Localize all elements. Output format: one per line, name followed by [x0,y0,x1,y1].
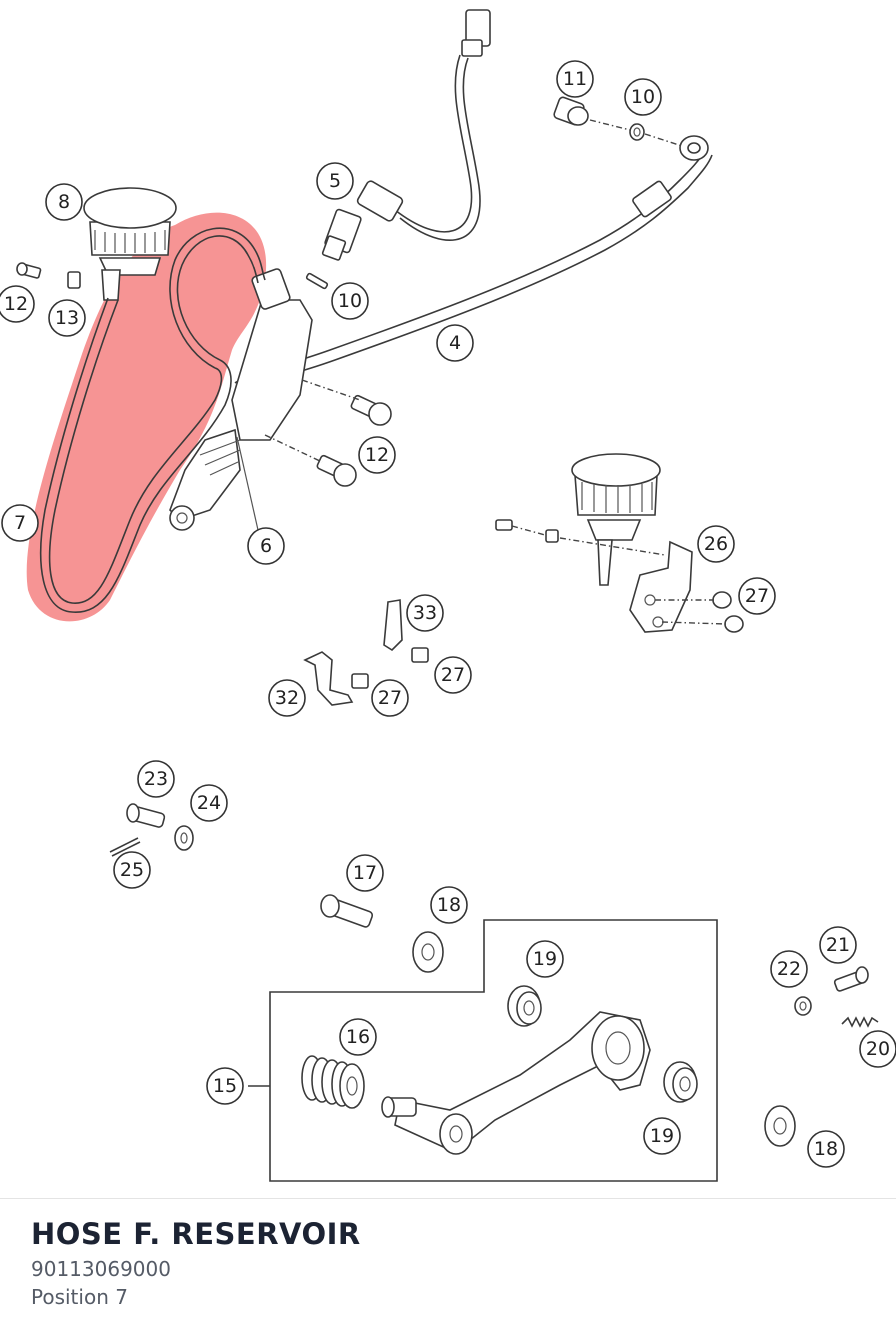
callout-13[interactable]: 13 [48,299,86,337]
svg-text:17: 17 [353,862,377,884]
part-12-bolts[interactable] [316,394,392,487]
master-cylinder [169,268,313,531]
svg-text:32: 32 [275,687,299,709]
svg-text:33: 33 [413,602,437,624]
part-number: 90113069000 [31,1257,171,1281]
highlighted-part-hose[interactable] [26,212,267,622]
callout-27-right[interactable]: 27 [738,577,776,615]
callout-11[interactable]: 11 [556,60,594,98]
callout-4[interactable]: 4 [436,324,474,362]
callout-32[interactable]: 32 [268,679,306,717]
part-23-pin[interactable] [126,803,166,828]
svg-text:21: 21 [826,934,850,956]
callout-16[interactable]: 16 [339,1018,377,1056]
part-22-nut[interactable] [794,996,812,1016]
svg-text:27: 27 [745,585,769,607]
svg-text:7: 7 [14,512,26,534]
callout-5[interactable]: 5 [316,162,354,200]
part-17-bolt[interactable] [320,894,374,928]
svg-text:25: 25 [120,859,144,881]
svg-text:24: 24 [197,792,221,814]
callout-19-top[interactable]: 19 [526,940,564,978]
callout-12-left[interactable]: 12 [0,285,35,323]
part-27-screws-clamp[interactable] [351,647,429,689]
svg-text:15: 15 [213,1075,237,1097]
callout-12-center[interactable]: 12 [358,436,396,474]
callout-27-bottom[interactable]: 27 [371,679,409,717]
svg-text:8: 8 [58,191,70,213]
part-20-spring[interactable] [841,1016,879,1028]
part-13-nut[interactable] [67,271,81,289]
part-26-reservoir-bracket[interactable] [571,453,693,633]
part-12-screw-left[interactable] [16,262,42,279]
part-24-washer[interactable] [174,825,194,851]
callout-10-center[interactable]: 10 [331,282,369,320]
selected-part-panel: HOSE F. RESERVOIR 90113069000 Position 7 [0,1198,896,1335]
part-16-spring[interactable] [301,1055,365,1109]
part-5-sensor[interactable] [321,180,404,261]
part-8-reservoir[interactable] [83,187,177,301]
svg-text:18: 18 [437,894,461,916]
svg-text:12: 12 [365,444,389,466]
svg-text:27: 27 [441,664,465,686]
callout-18-right[interactable]: 18 [807,1130,845,1168]
callout-33[interactable]: 33 [406,594,444,632]
callout-17[interactable]: 17 [346,854,384,892]
svg-text:13: 13 [55,307,79,329]
callout-22[interactable]: 22 [770,950,808,988]
parts-diagram: 11 10 5 8 12 13 10 4 12 6 7 26 27 33 27 … [0,9,896,1182]
svg-text:27: 27 [378,687,402,709]
part-10-washer-top[interactable] [629,123,645,141]
part-position: Position 7 [31,1285,128,1309]
part-10-pin[interactable] [305,272,329,290]
svg-text:4: 4 [449,332,461,354]
part-21-bolt[interactable] [833,966,869,992]
brake-pedal [381,1011,651,1155]
callout-19-bottom[interactable]: 19 [643,1117,681,1155]
part-7-hose[interactable] [39,227,266,613]
svg-text:20: 20 [866,1038,890,1060]
callout-8[interactable]: 8 [45,183,83,221]
callout-7[interactable]: 7 [1,504,39,542]
callout-27-mid[interactable]: 27 [434,656,472,694]
part-33-clip[interactable] [383,599,403,652]
part-32-clamp[interactable] [303,651,354,706]
svg-text:5: 5 [329,170,341,192]
callout-6[interactable]: 6 [247,527,285,565]
callout-20[interactable]: 20 [859,1030,896,1068]
part-25-cotter-pin[interactable] [109,837,141,857]
leader-6 [236,436,259,531]
svg-text:11: 11 [563,68,587,90]
svg-text:18: 18 [814,1138,838,1160]
callout-25[interactable]: 25 [113,851,151,889]
callout-18-mid[interactable]: 18 [430,886,468,924]
svg-text:26: 26 [704,533,728,555]
svg-text:10: 10 [631,86,655,108]
part-19-bearing-bottom[interactable] [663,1061,698,1103]
svg-text:22: 22 [777,958,801,980]
svg-text:23: 23 [144,768,168,790]
svg-text:16: 16 [346,1026,370,1048]
part-title: HOSE F. RESERVOIR [31,1217,361,1251]
callout-21[interactable]: 21 [819,926,857,964]
part-19-bearing-top[interactable] [507,985,542,1027]
callout-23[interactable]: 23 [137,760,175,798]
svg-text:19: 19 [650,1125,674,1147]
part-18-washer-right[interactable] [764,1105,796,1147]
svg-text:6: 6 [260,535,272,557]
pedal-group-box [269,919,718,1182]
part-18-washer-mid[interactable] [412,931,444,973]
callout-15[interactable]: 15 [206,1067,244,1105]
svg-text:12: 12 [4,293,28,315]
svg-text:10: 10 [338,290,362,312]
callout-10-top[interactable]: 10 [624,78,662,116]
svg-text:19: 19 [533,948,557,970]
sensor-cable [394,9,491,241]
callout-26[interactable]: 26 [697,525,735,563]
part-11-banjo-bolt[interactable] [553,96,589,126]
callout-24[interactable]: 24 [190,784,228,822]
part-27-bolts-rear[interactable] [495,519,744,633]
